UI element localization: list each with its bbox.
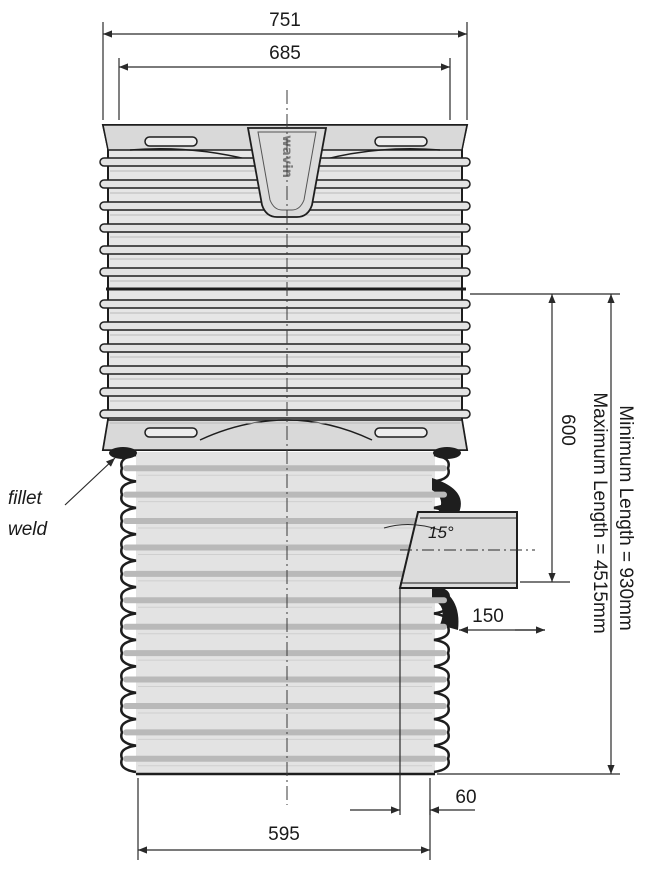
dim-inner-width: 685 [269,43,301,64]
riser-rib [99,223,471,233]
dim-outlet-length: 150 [472,606,504,627]
base-ribs [123,465,447,767]
outlet-pipe: 15° [383,511,535,589]
outlet-angle-label: 15° [428,523,454,542]
dim-wall-offset: 60 [455,787,476,808]
corrugated-base [109,447,461,776]
dim-riser-height: 600 [557,414,578,446]
riser-rib [99,321,471,331]
dim-base-width: 595 [268,824,300,845]
fillet-weld-label-line1: fillet [8,488,43,509]
base-left-wall [120,453,137,774]
dimension-lines [64,22,620,860]
riser-rib [99,245,471,255]
riser-rib [99,267,471,277]
dim-outer-width: 751 [269,10,301,31]
riser-rib [99,409,471,419]
maximum-length-note: Maximum Length = 4515mm [589,392,610,633]
fillet-weld-label-line2: weld [8,519,49,540]
upper-riser-ribs [99,157,471,424]
base-right-wall [433,453,450,774]
riser-rib [99,343,471,353]
riser-rib [99,365,471,375]
minimum-length-note: Minimum Length = 930mm [615,405,636,630]
riser-rib [99,387,471,397]
dimension-labels: 751 685 600 595 60 150 Minimum Length = … [8,10,636,845]
riser-rib [99,299,471,309]
